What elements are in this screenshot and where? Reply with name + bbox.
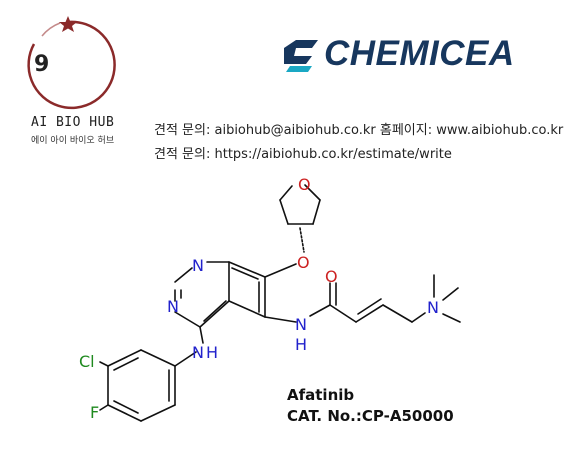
atom-n-amide: N — [295, 315, 307, 334]
aibiohub-logo-ring — [27, 16, 116, 110]
atom-h-amide: H — [295, 335, 307, 354]
atom-cl: Cl — [79, 352, 95, 371]
partner-name: CHEMICEA — [324, 34, 515, 73]
atom-n-quinazoline-top: N — [192, 256, 204, 275]
oxygen-labels: O O O — [297, 175, 338, 286]
nitrogen-labels: N N N H N H N — [167, 256, 439, 362]
star-icon — [59, 16, 77, 32]
logo-badge-number: 9 — [34, 52, 50, 77]
afatinib-structure: O O O N N N H N H N Cl F — [79, 175, 461, 422]
halogen-labels: Cl F — [79, 352, 99, 422]
atom-f: F — [90, 403, 99, 422]
atom-o-ether: O — [297, 253, 310, 272]
atom-n-dimethyl: N — [427, 298, 439, 317]
atom-o-carbonyl: O — [325, 267, 338, 286]
contact-line-email-homepage: 견적 문의: aibiohub@aibiohub.co.kr 홈페이지: www… — [154, 123, 564, 138]
brand-name-en: AI BIO HUB — [31, 115, 115, 130]
atom-o-ring: O — [298, 175, 311, 194]
product-cat-number: CAT. No.:CP-A50000 — [287, 407, 454, 425]
atom-n-aniline: N — [192, 343, 204, 362]
chemicea-logo-icon — [284, 40, 318, 72]
atom-h-aniline: H — [206, 343, 218, 362]
atom-n-quinazoline-left: N — [167, 297, 179, 316]
contact-line-estimate-link: 견적 문의: https://aibiohub.co.kr/estimate/w… — [154, 147, 452, 162]
product-name: Afatinib — [287, 386, 355, 404]
brand-name-ko: 에이 아이 바이오 허브 — [31, 136, 115, 146]
